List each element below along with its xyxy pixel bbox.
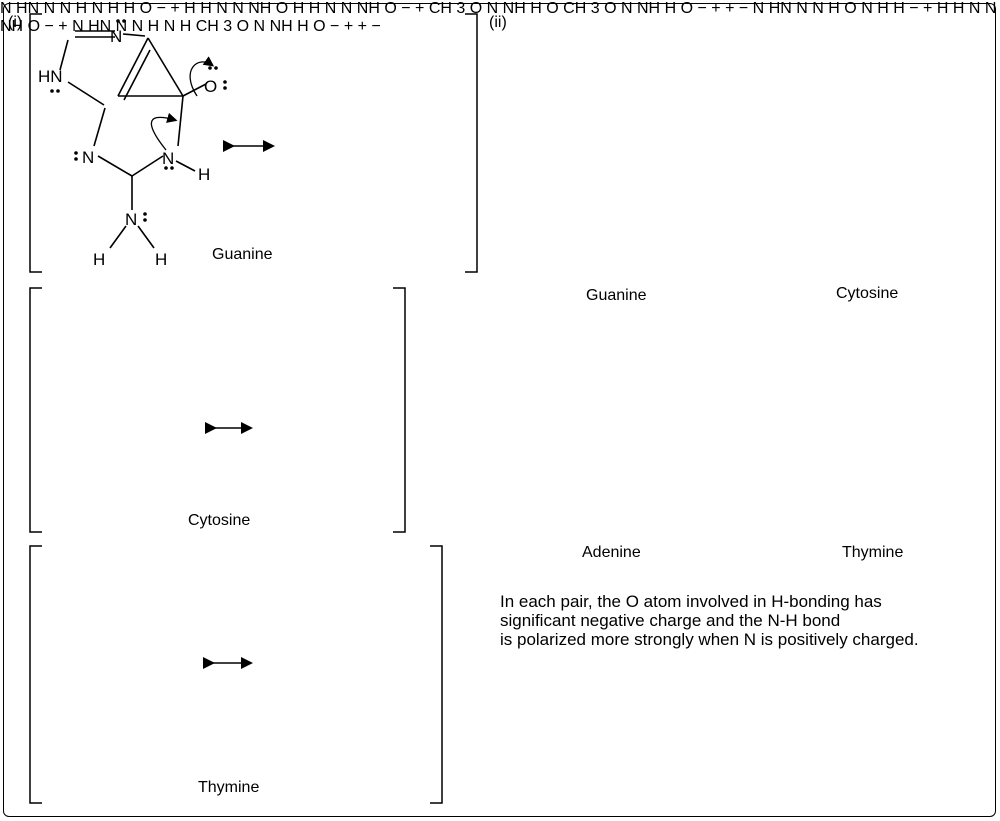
guanine-neutral-labels: N HN N N H N H H O xyxy=(38,27,217,269)
resonance-brackets xyxy=(29,13,478,804)
svg-text:N: N xyxy=(125,210,137,229)
thymine-charged-labels: CH 3 O N NH H O xyxy=(563,0,694,17)
cytosine-charged-formal-charges: − + xyxy=(401,0,425,17)
gc-pair-cytosine-charges: − + xyxy=(44,18,68,35)
thymine-charged-formal-charges: − + + − xyxy=(697,0,749,17)
svg-text:HN: HN xyxy=(38,67,63,86)
figure-frame xyxy=(3,3,996,817)
cytosine-neutral-labels: H H N N NH O xyxy=(184,0,289,17)
svg-text:H: H xyxy=(198,165,210,184)
caption-line-1: In each pair, the O atom involved in H-b… xyxy=(500,592,882,611)
guanine-neutral-curved-arrows xyxy=(150,56,215,151)
caption-line-3: is polarized more strongly when N is pos… xyxy=(500,630,919,649)
label-cytosine-ii: Cytosine xyxy=(836,285,899,302)
label-thymine-ii: Thymine xyxy=(842,544,904,561)
svg-text:N: N xyxy=(162,149,174,168)
resonance-arrows xyxy=(203,140,275,669)
label-thymine-i: Thymine xyxy=(198,779,260,796)
thymine-neutral-labels: CH 3 O N NH H O xyxy=(428,0,559,17)
label-cytosine-i: Cytosine xyxy=(188,512,251,529)
label-guanine-i: Guanine xyxy=(212,246,273,263)
label-guanine-ii: Guanine xyxy=(586,287,647,304)
gc-pair-guanine-charges: − + xyxy=(909,0,933,17)
label-adenine-ii: Adenine xyxy=(582,544,641,561)
at-pair-thymine-charges: − + + − xyxy=(330,18,381,35)
guanine-neutral-bonds xyxy=(59,30,207,249)
panel-label-ii: (ii) xyxy=(489,14,507,31)
caption: In each pair, the O atom involved in H-b… xyxy=(500,592,980,649)
gc-pair-guanine-labels: N HN N N H O N H H xyxy=(752,0,905,17)
svg-text:N: N xyxy=(82,148,94,167)
svg-text:N: N xyxy=(110,27,122,46)
svg-text:O: O xyxy=(204,77,217,96)
svg-text:H: H xyxy=(155,250,167,269)
caption-line-2: significant negative charge and the N-H … xyxy=(500,611,841,630)
svg-text:H: H xyxy=(93,250,105,269)
guanine-neutral-lonepairs xyxy=(50,19,227,222)
guanine-charged-formal-charges: − + xyxy=(156,0,180,17)
panel-label-i: (i) xyxy=(8,14,23,31)
cytosine-charged-labels: H H N N NH O xyxy=(292,0,397,17)
guanine-charged-labels: N HN N N H N H H O xyxy=(0,0,153,17)
at-pair-thymine-labels: CH 3 O N NH H O xyxy=(195,18,326,35)
